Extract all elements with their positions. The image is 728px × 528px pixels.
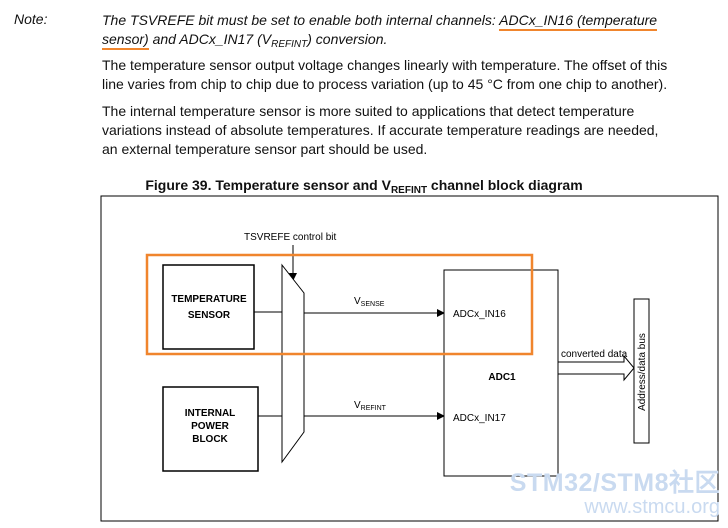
tsvrefe-switch bbox=[281, 263, 305, 464]
temperature-sensor-label-2: SENSOR bbox=[188, 310, 231, 321]
adc-block bbox=[443, 269, 559, 477]
adc-in17-label: ADCx_IN17 bbox=[453, 413, 506, 424]
caption-subscript: REFINT bbox=[390, 185, 428, 196]
note-highlight-1: ADCx_IN16 (temperature bbox=[499, 12, 658, 31]
address-data-bus bbox=[633, 298, 650, 444]
paragraph-line: variations instead of absolute temperatu… bbox=[102, 122, 659, 138]
watermark-title: STM32/STM8社区 bbox=[509, 469, 720, 497]
power-block-label-2: POWER bbox=[191, 421, 230, 432]
note-text: The TSVREFE bit must be set to enable bo… bbox=[102, 12, 500, 28]
paragraph-line: The internal temperature sensor is more … bbox=[102, 103, 635, 119]
power-block-label-3: BLOCK bbox=[192, 434, 228, 445]
paragraph-offset: The temperature sensor output voltage ch… bbox=[102, 56, 722, 94]
note-label: Note: bbox=[14, 11, 48, 27]
adc-in16-label: ADCx_IN16 bbox=[453, 309, 506, 320]
converted-data-arrow bbox=[557, 354, 635, 382]
power-block-label-1: INTERNAL bbox=[185, 408, 236, 419]
adc-name-label: ADC1 bbox=[488, 372, 516, 383]
bus-label: Address/data bus bbox=[637, 333, 648, 411]
highlight-box bbox=[145, 253, 534, 356]
vrefint-label: VREFINT bbox=[354, 400, 387, 412]
watermark-url: www.stmcu.org bbox=[584, 496, 720, 518]
paragraph-usage: The internal temperature sensor is more … bbox=[102, 102, 722, 159]
temperature-sensor-block bbox=[162, 264, 255, 350]
figure-caption: Figure 39. Temperature sensor and VREFIN… bbox=[0, 177, 728, 196]
control-bit-label: TSVREFE control bit bbox=[244, 232, 336, 243]
note-highlight-2: sensor) bbox=[102, 31, 149, 50]
note-subscript: REFINT bbox=[271, 39, 308, 50]
internal-power-block bbox=[162, 386, 259, 472]
watermark: STM32/STM8社区 www.stmcu.org bbox=[510, 470, 720, 518]
note-line-1: The TSVREFE bit must be set to enable bo… bbox=[102, 11, 658, 31]
temperature-sensor-label-1: TEMPERATURE bbox=[171, 294, 247, 305]
note-line-2: sensor) and ADCx_IN17 (VREFINT) conversi… bbox=[102, 30, 387, 54]
paragraph-line: line varies from chip to chip due to pro… bbox=[102, 76, 668, 92]
caption-text: Figure 39. Temperature sensor and V bbox=[145, 177, 391, 193]
converted-data-label: converted data bbox=[561, 349, 628, 360]
vsense-label: VSENSE bbox=[354, 296, 385, 308]
paragraph-line: The temperature sensor output voltage ch… bbox=[102, 57, 668, 73]
diagram-frame bbox=[100, 195, 719, 522]
note-text: and ADCx_IN17 (V bbox=[148, 31, 272, 47]
paragraph-line: an external temperature sensor part shou… bbox=[102, 141, 428, 157]
caption-text: channel block diagram bbox=[427, 177, 583, 193]
note-text: ) conversion. bbox=[307, 31, 388, 47]
